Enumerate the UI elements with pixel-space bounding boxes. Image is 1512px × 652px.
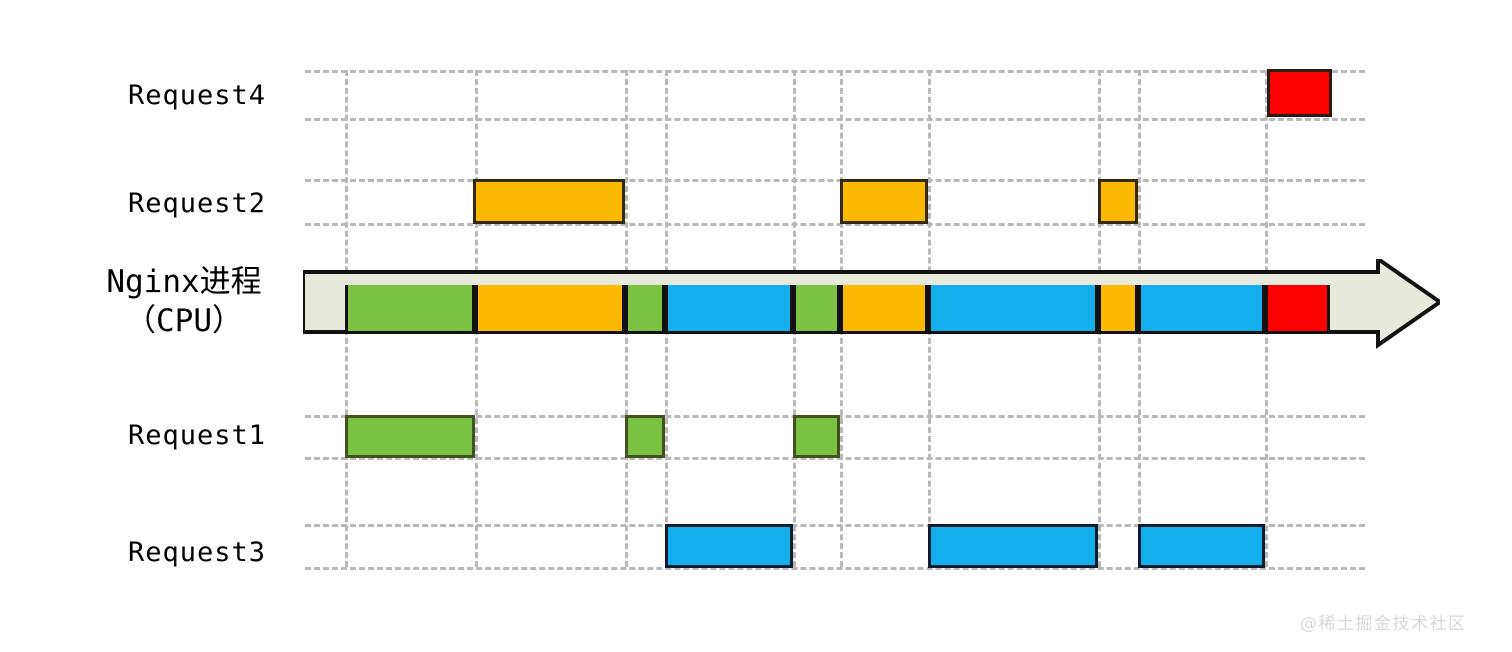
cpu-segment-orange bbox=[1098, 285, 1138, 331]
cpu-axis-label: Nginx进程 （CPU） bbox=[74, 263, 294, 341]
block-request3 bbox=[1138, 524, 1265, 568]
block-request3 bbox=[665, 524, 793, 568]
cpu-segment-blue bbox=[1138, 285, 1265, 331]
grid-line-horizontal bbox=[305, 223, 1365, 226]
block-request2 bbox=[473, 179, 625, 224]
cpu-segment-blue bbox=[928, 285, 1098, 331]
block-request2 bbox=[1098, 179, 1138, 224]
row-label-request1: Request1 bbox=[127, 420, 267, 451]
cpu-segment-green bbox=[345, 285, 475, 331]
watermark: @稀土掘金技术社区 bbox=[1300, 614, 1467, 634]
block-request1 bbox=[625, 415, 665, 458]
block-request4 bbox=[1267, 69, 1332, 117]
block-request2 bbox=[840, 179, 928, 224]
cpu-segment-blue bbox=[665, 285, 793, 331]
grid-line-horizontal bbox=[305, 179, 1365, 182]
grid-line-horizontal bbox=[305, 567, 1365, 570]
grid-line-horizontal bbox=[305, 457, 1365, 460]
cpu-segment-green bbox=[793, 285, 840, 331]
cpu-label-line1: Nginx进程 bbox=[106, 264, 262, 300]
row-label-request2: Request2 bbox=[127, 188, 267, 219]
grid-line-horizontal bbox=[305, 70, 1365, 73]
cpu-segment-red bbox=[1265, 285, 1330, 331]
cpu-segment-green bbox=[625, 285, 665, 331]
block-request3 bbox=[928, 524, 1098, 568]
cpu-label-line2: （CPU） bbox=[125, 302, 243, 339]
block-request1 bbox=[345, 415, 475, 458]
row-label-request3: Request3 bbox=[127, 537, 267, 568]
grid-line-horizontal bbox=[305, 524, 1365, 527]
row-label-request4: Request4 bbox=[127, 80, 267, 111]
cpu-segment-orange bbox=[840, 285, 928, 331]
grid-line-horizontal bbox=[305, 118, 1365, 121]
block-request1 bbox=[793, 415, 840, 458]
cpu-segment-orange bbox=[475, 285, 625, 331]
